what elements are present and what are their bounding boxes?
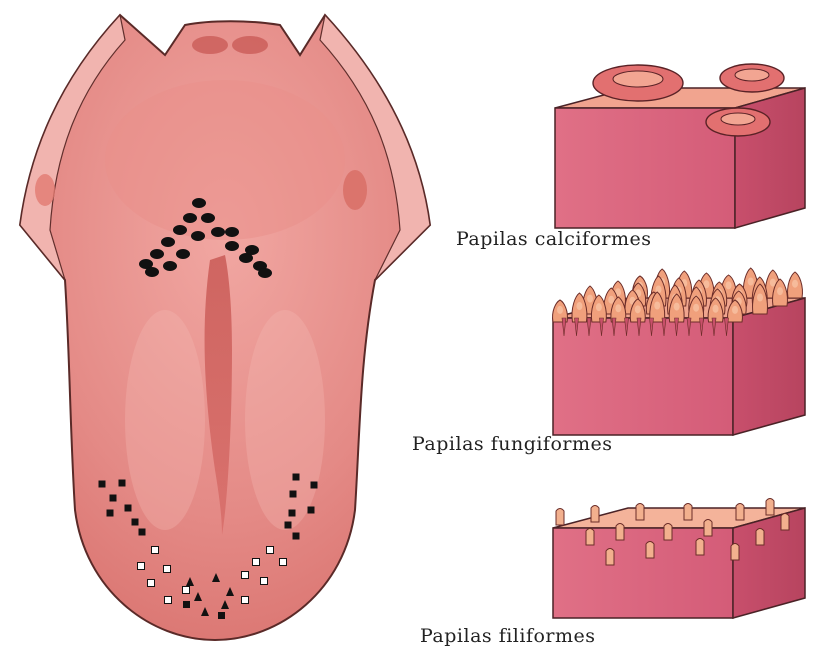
vallate-marker [201, 213, 215, 223]
filled-square-marker [99, 481, 106, 488]
label-papilas-filiformes: Papilas filiformes [420, 625, 596, 647]
filled-square-marker [290, 491, 297, 498]
filiform-papilla [781, 514, 789, 531]
vallate-marker [183, 213, 197, 223]
tongue [20, 15, 430, 640]
open-square-marker [280, 559, 287, 566]
filiform-papilla [664, 524, 672, 541]
filiform-papilla [586, 529, 594, 546]
filiform-papilla [736, 504, 744, 521]
vallate-marker [192, 198, 206, 208]
filled-square-marker [293, 533, 300, 540]
filiform-papilla [616, 524, 624, 541]
open-square-marker [152, 547, 159, 554]
vallate-marker [150, 249, 164, 259]
filiform-papilla [756, 529, 764, 546]
filiform-papilla [636, 504, 644, 521]
label-papilas-calciformes: Papilas calciformes [456, 228, 652, 250]
open-square-marker [148, 580, 155, 587]
vallate-marker [225, 227, 239, 237]
open-square-marker [242, 572, 249, 579]
filled-square-marker [308, 507, 315, 514]
label-papilas-fungiformes: Papilas fungiformes [412, 433, 613, 455]
filiform-papilla [606, 549, 614, 566]
open-square-marker [183, 587, 190, 594]
fungiform-papilla [788, 272, 803, 298]
filiform-papilla [696, 539, 704, 556]
vallate-marker [211, 227, 225, 237]
filiform-papilla [556, 509, 564, 526]
vallate-marker [145, 267, 159, 277]
vallate-marker [161, 237, 175, 247]
open-square-marker [267, 547, 274, 554]
filled-square-marker [289, 510, 296, 517]
calciform-papilla [720, 64, 784, 92]
open-square-marker [138, 563, 145, 570]
filiform-papilla [646, 542, 654, 559]
filled-square-marker [183, 601, 190, 608]
filled-square-marker [311, 482, 318, 489]
open-square-marker [253, 559, 260, 566]
filiform-papilla [731, 544, 739, 561]
filiform-papilla [766, 499, 774, 516]
right-tonsil [343, 170, 367, 210]
vallate-marker [225, 241, 239, 251]
calciform-papilla [706, 108, 770, 136]
block-fungiform [553, 268, 805, 435]
open-square-marker [165, 597, 172, 604]
tongue-root-area [105, 80, 345, 240]
filled-square-marker [293, 474, 300, 481]
filiform-papilla [591, 506, 599, 523]
filled-square-marker [107, 510, 114, 517]
vallate-marker [191, 231, 205, 241]
filled-square-marker [125, 505, 132, 512]
filled-square-marker [139, 529, 146, 536]
calciform-papilla [593, 65, 683, 101]
block-filiform [553, 499, 805, 619]
filled-square-marker [119, 480, 126, 487]
open-square-marker [242, 597, 249, 604]
vallate-marker [245, 245, 259, 255]
filled-square-marker [218, 612, 225, 619]
vallate-marker [173, 225, 187, 235]
filiform-papilla [684, 504, 692, 521]
filled-square-marker [132, 519, 139, 526]
left-tonsil [35, 174, 55, 206]
vallate-marker [258, 268, 272, 278]
filled-square-marker [110, 495, 117, 502]
open-square-marker [164, 566, 171, 573]
vallate-marker [176, 249, 190, 259]
filled-square-marker [285, 522, 292, 529]
open-square-marker [261, 578, 268, 585]
filiform-papilla [704, 520, 712, 537]
block-calciform [555, 64, 805, 228]
vallate-marker [163, 261, 177, 271]
